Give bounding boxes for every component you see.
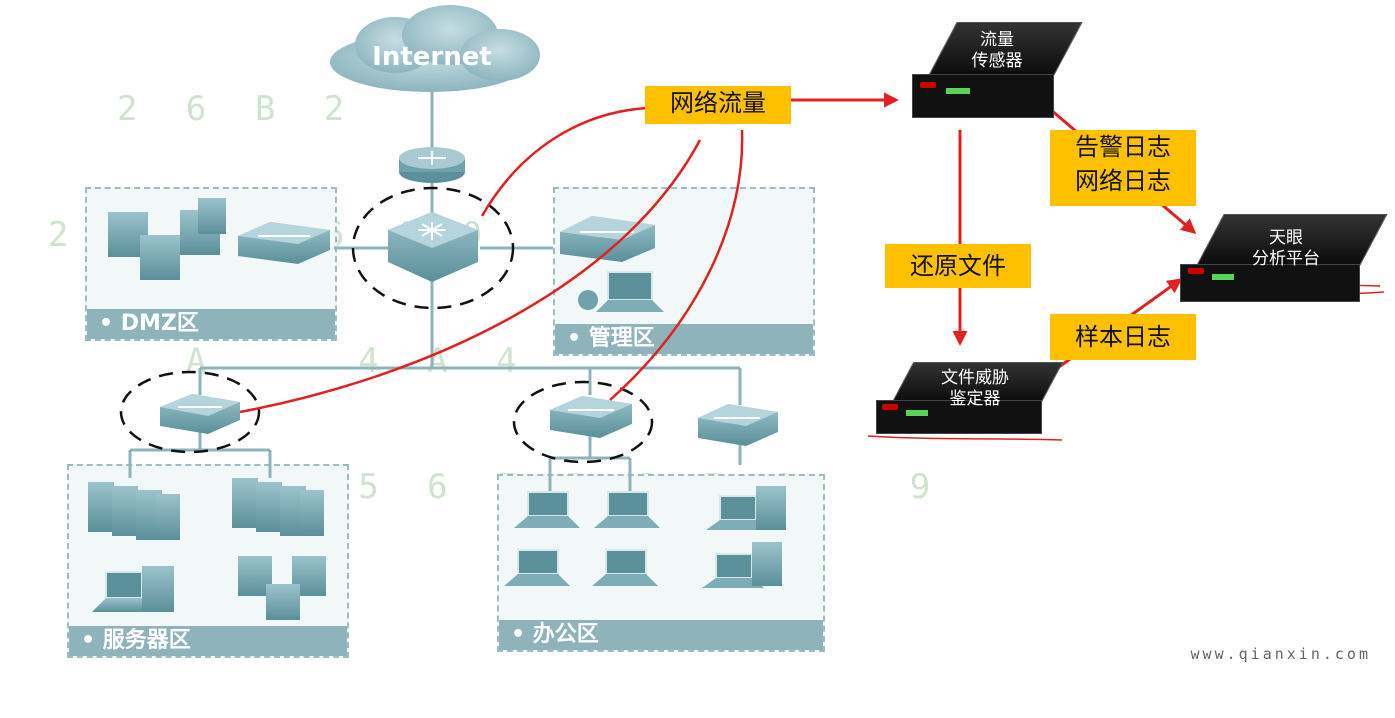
bg-digit-row: 2 6 B 2 bbox=[48, 89, 359, 129]
dmz-zone-label: • DMZ区 bbox=[87, 309, 335, 339]
mgmt-zone-label: • 管理区 bbox=[555, 324, 813, 354]
label-restore-file: 还原文件 bbox=[885, 244, 1031, 288]
internet-cloud-icon bbox=[330, 5, 540, 92]
brand-badge-icon bbox=[882, 404, 898, 410]
label-network-log: 网络日志 bbox=[1075, 167, 1171, 195]
server-rack-icon bbox=[88, 478, 324, 540]
label-alert-log: 告警日志 bbox=[1075, 133, 1171, 161]
label-alert-network-logs: 告警日志 网络日志 bbox=[1050, 130, 1196, 206]
status-led-icon bbox=[1212, 274, 1234, 280]
mgmt-switch-icon bbox=[560, 216, 655, 262]
label-sample-log: 样本日志 bbox=[1050, 314, 1196, 360]
office-laptops-icon bbox=[504, 486, 786, 588]
access-switch-right-icon bbox=[698, 404, 778, 446]
watermark-url: www.qianxin.com bbox=[1190, 645, 1371, 663]
status-led-icon bbox=[906, 410, 928, 416]
router-icon bbox=[399, 147, 465, 183]
file-threat-identifier-device: 文件威胁 鉴定器 bbox=[876, 362, 1064, 438]
office-zone-label: • 办公区 bbox=[499, 620, 823, 650]
file-threat-label-line1: 文件威胁 bbox=[941, 368, 1009, 388]
dmz-switch-icon bbox=[238, 222, 330, 264]
label-network-traffic: 网络流量 bbox=[645, 86, 791, 124]
analysis-label-line1: 天眼 bbox=[1269, 228, 1303, 248]
brand-badge-icon bbox=[1188, 268, 1204, 274]
sensor-label-line2: 传感器 bbox=[971, 51, 1023, 71]
analysis-platform-device: 天眼 分析平台 bbox=[1180, 214, 1388, 306]
analysis-label-line2: 分析平台 bbox=[1252, 249, 1320, 269]
traffic-sensor-device: 流量 传感器 bbox=[912, 22, 1083, 126]
network-drawing bbox=[88, 5, 1385, 620]
brand-badge-icon bbox=[920, 82, 936, 88]
core-switch-icon bbox=[388, 212, 478, 282]
capture-point-markers bbox=[119, 186, 654, 464]
server-workstation-icon bbox=[92, 556, 326, 620]
sensor-label-line1: 流量 bbox=[980, 30, 1014, 50]
dmz-servers-icon bbox=[108, 198, 226, 280]
mgmt-laptop-icon bbox=[578, 271, 664, 312]
status-led-icon bbox=[946, 88, 970, 94]
server-zone-label: • 服务器区 bbox=[69, 626, 347, 656]
access-switch-middle-icon bbox=[550, 396, 632, 438]
traffic-mirror-lines bbox=[239, 106, 744, 414]
file-threat-label-line2: 鉴定器 bbox=[949, 389, 1001, 409]
access-switch-left-icon bbox=[160, 394, 240, 434]
internet-label: Internet bbox=[372, 42, 492, 72]
mgmt-zone: • 管理区 bbox=[553, 187, 815, 356]
diagram-canvas: 2 6 B 2 2 5 3 6 4 0 A 4 A 4 2 5 0 9 5 6 … bbox=[48, 5, 1388, 663]
